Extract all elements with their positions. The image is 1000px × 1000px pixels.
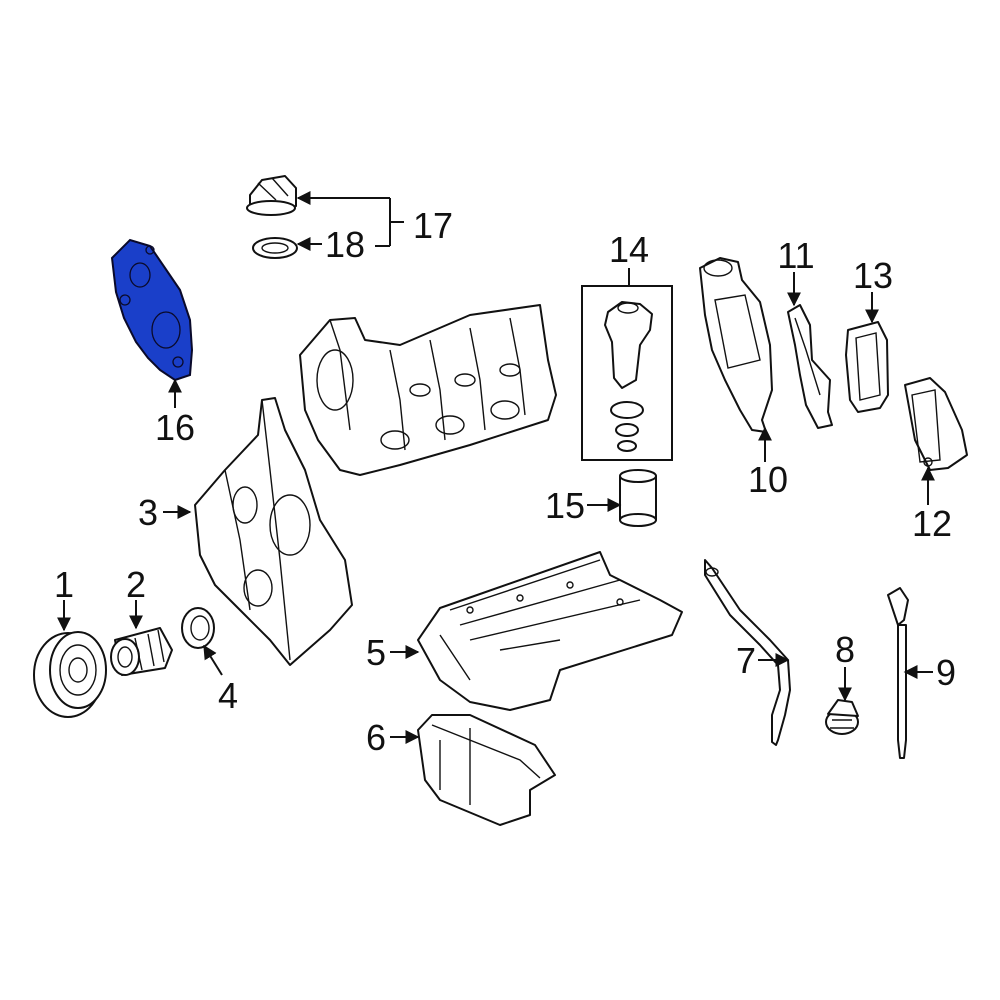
callout-4: 4 <box>218 675 238 716</box>
callout-6: 6 <box>366 717 386 758</box>
callout-3: 3 <box>138 492 158 533</box>
callout-9: 9 <box>936 652 956 693</box>
part-1-crankshaft-pulley[interactable] <box>33 631 107 718</box>
callout-15: 15 <box>545 485 585 526</box>
part-12-oil-cooler[interactable] <box>904 377 968 471</box>
part-11-gasket[interactable] <box>787 304 833 429</box>
part-2-hub[interactable] <box>110 627 173 676</box>
callout-8: 8 <box>835 629 855 670</box>
part-18-seal-ring[interactable] <box>252 237 298 259</box>
part-17-oil-filler-cap[interactable] <box>246 175 297 216</box>
part-3-front-cover[interactable] <box>194 397 353 666</box>
part-5-upper-oil-pan[interactable] <box>417 551 683 711</box>
cylinder-head <box>299 304 557 476</box>
callout-16: 16 <box>155 407 195 448</box>
callout-11: 11 <box>777 235 814 276</box>
part-14-filter-housing-group[interactable] <box>581 285 673 461</box>
part-7-dipstick-tube[interactable] <box>704 559 791 746</box>
callout-12: 12 <box>912 503 952 544</box>
part-10-filter-housing[interactable] <box>699 257 773 433</box>
part-4-front-seal[interactable] <box>181 607 215 649</box>
callout-18: 18 <box>325 224 365 265</box>
part-15-oil-filter-element[interactable] <box>619 469 657 527</box>
callout-14: 14 <box>609 229 649 270</box>
callout-1: 1 <box>54 564 74 605</box>
part-9-dipstick[interactable] <box>887 587 909 759</box>
leader-lines <box>57 191 935 744</box>
callout-17: 17 <box>413 205 453 246</box>
callout-7: 7 <box>736 640 756 681</box>
callout-13: 13 <box>853 255 893 296</box>
callout-10: 10 <box>748 459 788 500</box>
part-13-cooler-gasket[interactable] <box>845 321 889 413</box>
part-6-lower-oil-pan[interactable] <box>417 714 556 826</box>
callout-labels: 1 2 3 4 5 6 7 8 9 10 11 12 13 14 15 16 1… <box>54 205 956 758</box>
part-16-timing-cover-highlighted[interactable] <box>110 238 194 382</box>
callout-5: 5 <box>366 632 386 673</box>
part-8-drain-plug[interactable] <box>825 699 859 735</box>
callout-2: 2 <box>126 564 146 605</box>
